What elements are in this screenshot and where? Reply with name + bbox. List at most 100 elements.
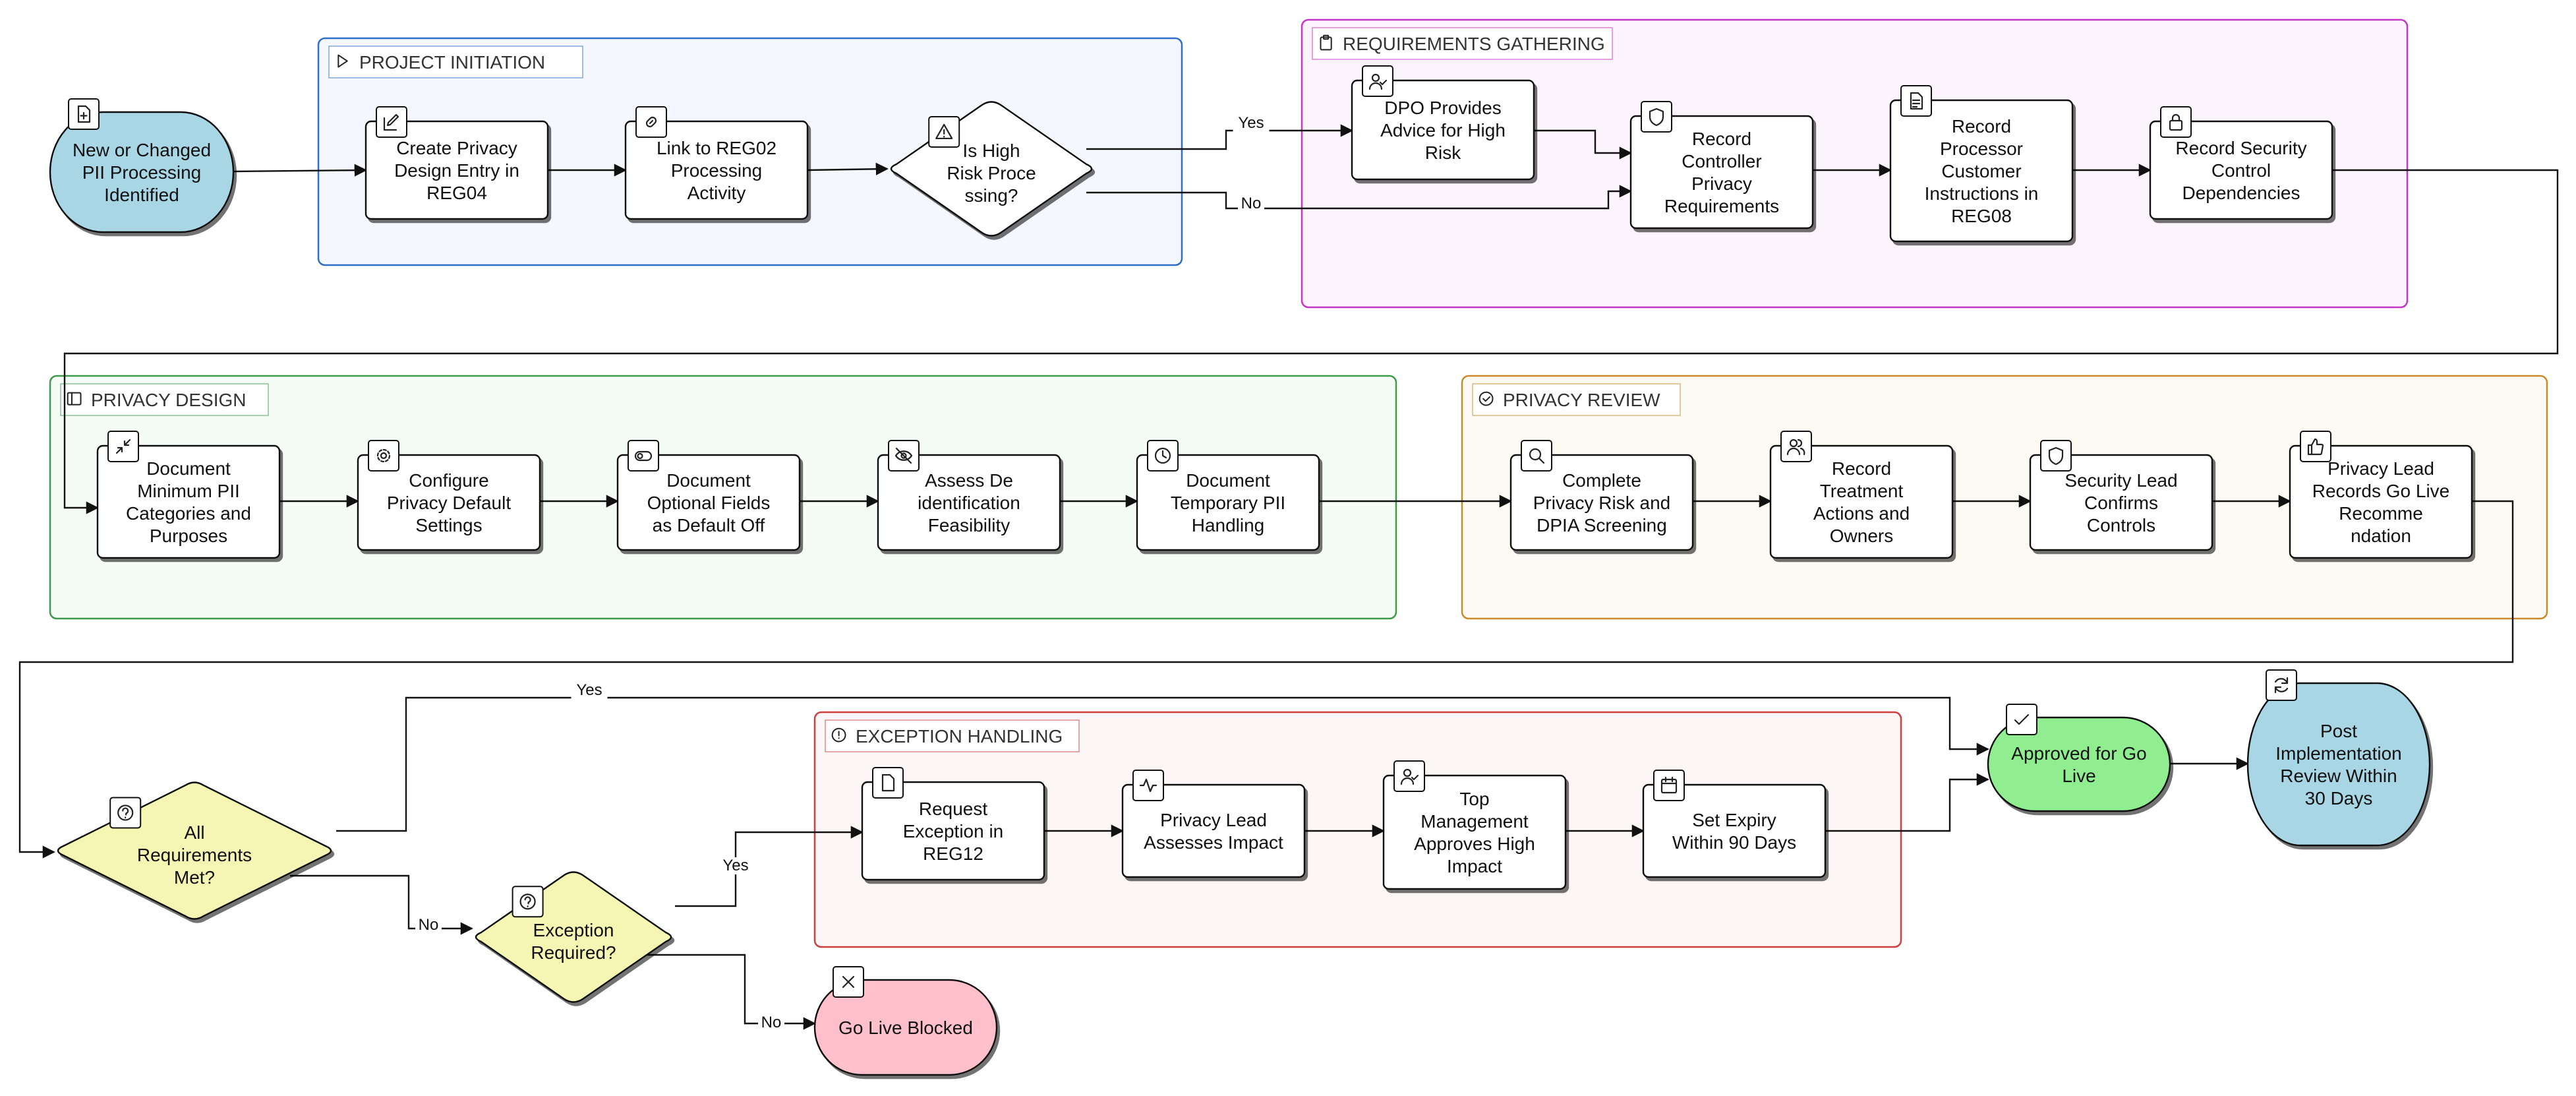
edge-n-go-live-rec-to-n-all-met [18, 500, 2514, 859]
user-check-icon [1362, 65, 1393, 97]
edge-n-all-met-to-n-approved [336, 696, 1989, 832]
edge-n-dpo-advice-to-n-controller-req [1534, 129, 1632, 160]
icon-badge [2300, 431, 2331, 462]
search-icon [1521, 440, 1552, 472]
edge-label-bg [1238, 195, 1264, 212]
shield-icon [2040, 440, 2072, 472]
icon-badge [2160, 106, 2192, 138]
clock-icon [1147, 440, 1179, 472]
edge-label: Yes [722, 857, 748, 874]
edit-icon [376, 106, 407, 138]
lane-title: PRIVACY DESIGN [91, 390, 246, 410]
lane-title-box [60, 383, 269, 416]
icon-badge [109, 797, 142, 829]
toggle-icon [628, 440, 659, 472]
icon-badge [1780, 431, 1812, 462]
edge-n-high-risk-to-n-controller-req [1086, 185, 1632, 210]
activity-icon [1132, 770, 1164, 801]
terminal-shape [2246, 682, 2431, 847]
icon-badge [872, 767, 904, 799]
users-icon [1780, 431, 1812, 462]
edge-label-bg [758, 1014, 784, 1031]
minimize-icon [107, 431, 139, 462]
icon-badge [2006, 704, 2037, 735]
process-box [96, 444, 281, 559]
check-icon [2006, 704, 2037, 735]
process-box [616, 454, 801, 551]
edge-label-bg [571, 682, 608, 699]
lane-title: PRIVACY REVIEW [1503, 390, 1660, 410]
alert-circle-icon [831, 727, 846, 743]
process-box [1509, 454, 1694, 551]
terminal-shape [1987, 716, 2171, 812]
x-icon [833, 966, 864, 998]
process-box [365, 120, 549, 220]
lane-border [1301, 18, 2409, 309]
icon-badge [512, 886, 544, 918]
help-circle-icon [512, 886, 544, 918]
process-box [1121, 783, 1306, 878]
node-label: Go Live Blocked [838, 1018, 973, 1038]
shield-icon [1641, 101, 1672, 133]
process-box [1629, 115, 1814, 229]
user-check-icon [1393, 760, 1425, 792]
process-box [624, 120, 809, 220]
lane-border [813, 711, 1902, 948]
icon-badge [628, 440, 659, 472]
file-icon [872, 767, 904, 799]
lock-icon [2160, 106, 2192, 138]
thumbs-up-icon [2300, 431, 2331, 462]
lane-title-box [825, 719, 1080, 752]
n-blocked[interactable]: Go Live Blocked [813, 966, 998, 1076]
process-box [1382, 774, 1567, 890]
edge-label: No [761, 1014, 782, 1031]
lane-title-box [328, 46, 583, 78]
process-box [1642, 783, 1827, 878]
edge-n-start-to-n-create-entry [233, 164, 367, 177]
refresh-icon [2266, 669, 2297, 701]
layout-icon [67, 392, 82, 406]
edge-n-all-met-to-n-exception-req [290, 874, 473, 935]
edge-label: No [1241, 195, 1262, 212]
process-box [877, 454, 1061, 551]
